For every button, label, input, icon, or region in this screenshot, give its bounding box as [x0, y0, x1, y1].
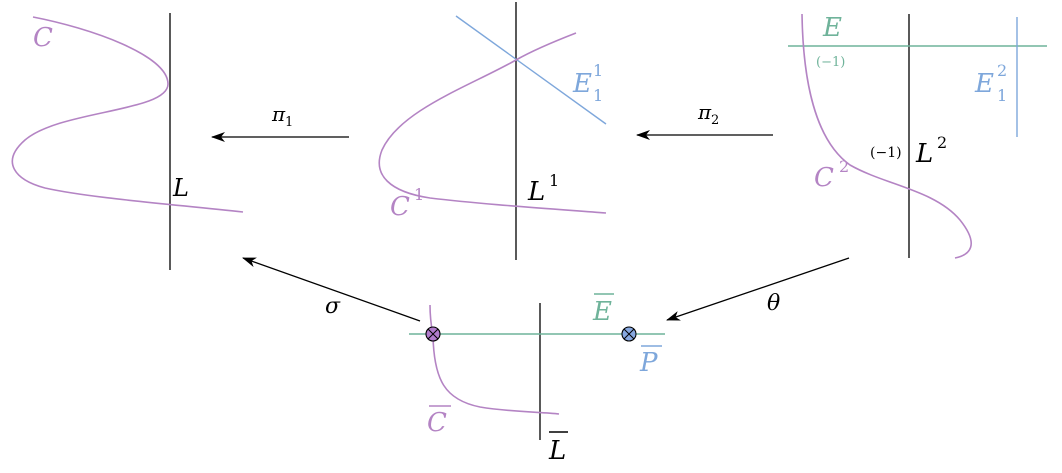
arrow-pi1: π 1: [211, 102, 349, 142]
exceptional-E1-1-sup: 1: [593, 61, 603, 80]
arrow-pi2: π 2: [636, 100, 773, 140]
point-purple-otimes: [425, 326, 441, 342]
exceptional-E-self-intersection: (−1): [816, 55, 845, 70]
exceptional-E-bar-label: E: [592, 297, 612, 327]
panel-3: E (−1) E 2 1 (−1) L 2 C 2: [788, 13, 1047, 259]
exceptional-E1-2-sub: 1: [997, 86, 1007, 105]
curve-C-label: C: [33, 23, 53, 53]
arrow-pi1-label: π: [271, 102, 286, 126]
exceptional-E1-2-sup: 2: [997, 61, 1007, 80]
panel-2: E 1 1 C 1 L 1: [378, 2, 607, 260]
curve-C: [11, 16, 244, 213]
curve-C2-sup: 2: [839, 157, 849, 176]
curve-C2: [801, 13, 972, 259]
line-L-bar-label: L: [548, 436, 566, 466]
arrow-theta-label: θ: [767, 291, 780, 316]
exceptional-E-label: E: [822, 13, 842, 43]
curve-C2-label: C: [814, 163, 834, 193]
curve-C-bar-label: C: [427, 408, 447, 438]
line-L1-label: L: [527, 177, 545, 207]
line-L2-label: L: [915, 139, 933, 169]
panel-1: C L: [11, 13, 244, 270]
curve-C1-sup: 1: [414, 185, 424, 204]
arrow-theta: θ: [666, 257, 850, 321]
exceptional-E1-2-label: E: [974, 69, 994, 99]
line-L2-sup: 2: [937, 133, 947, 152]
panel-bottom: E P C L: [409, 293, 665, 466]
curve-C1-label: C: [390, 192, 410, 222]
arrow-pi1-sub: 1: [285, 115, 293, 130]
arrow-pi2-label: π: [697, 100, 712, 124]
arrow-pi2-sub: 2: [711, 113, 719, 128]
arrow-sigma: σ: [242, 257, 421, 322]
line-L2-self-intersection: (−1): [870, 145, 902, 161]
exceptional-E1-1: [455, 15, 607, 125]
point-P-bar: [621, 326, 637, 342]
exceptional-E1-1-label: E: [572, 69, 592, 99]
line-L1-sup: 1: [549, 171, 559, 190]
line-L-label: L: [172, 174, 189, 202]
curve-C-bar: [429, 304, 560, 415]
exceptional-E1-1-sub: 1: [593, 86, 603, 105]
curve-C1: [378, 32, 607, 214]
point-P-bar-label: P: [639, 348, 658, 378]
arrow-sigma-label: σ: [325, 294, 341, 319]
